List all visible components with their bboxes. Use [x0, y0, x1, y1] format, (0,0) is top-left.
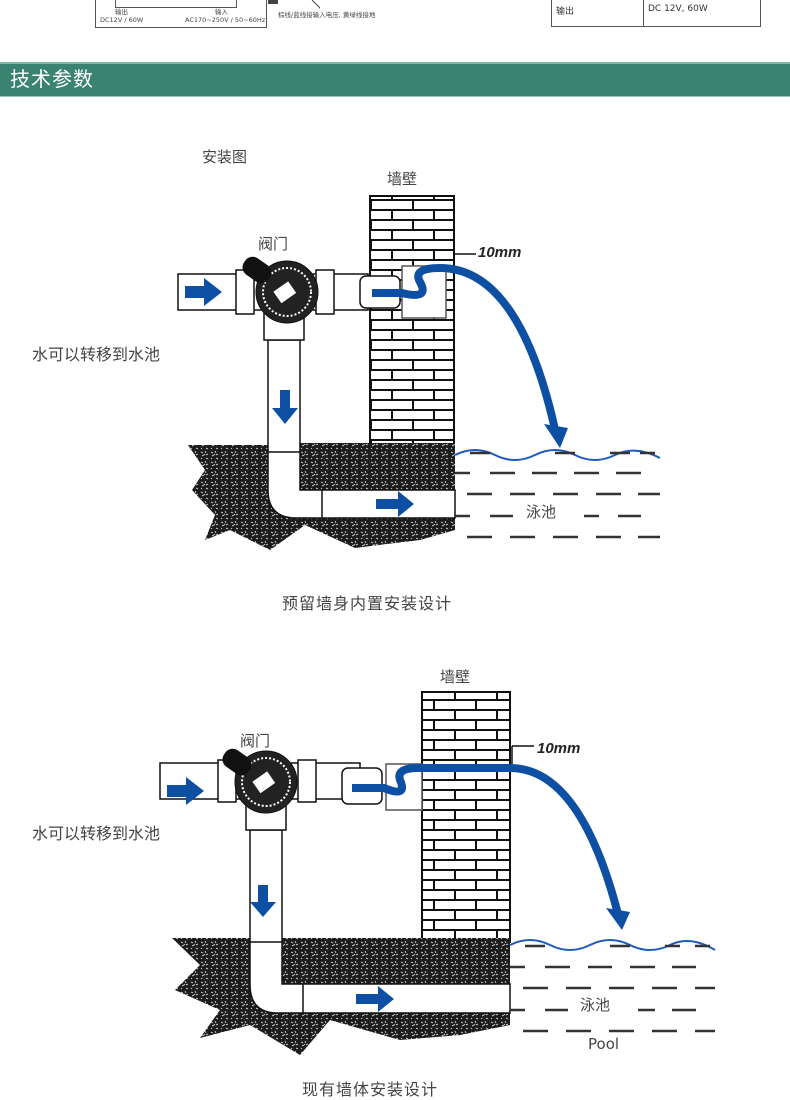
- diagram-1-pool-label: 泳池: [526, 503, 557, 521]
- diagram-2-water-surface: [509, 939, 716, 951]
- diagram-2-valve-icon: [222, 748, 298, 814]
- diagram-1-gap-label: 10mm: [478, 244, 522, 261]
- section-title: 技术参数: [10, 67, 94, 91]
- diagram-1-water-flow: [372, 263, 560, 435]
- diagram-2-down-pipe: [249, 829, 511, 1014]
- diagram-1-arrow-right: [376, 491, 414, 517]
- wiring-output-value: DC12V / 60W: [100, 16, 144, 24]
- diagram-1-pool-lines: [455, 451, 660, 539]
- diagram-1-heading: 安装图: [202, 148, 248, 166]
- diagram-1-side-note: 水可以转移到水池: [32, 345, 161, 364]
- diagram-2-brick-wall: [421, 691, 511, 943]
- diagram-1-caption: 预留墙身内置安装设计: [282, 594, 453, 613]
- diagram-2-arrow-down: [250, 885, 276, 917]
- diagram-2-illustration: [159, 691, 716, 1055]
- wiring-diagram-inner: [115, 0, 237, 8]
- wiring-output-label: 输出: [115, 8, 128, 16]
- diagram-1-arrow-down: [272, 390, 298, 424]
- diagram-1-valve-label: 阀门: [258, 235, 289, 253]
- diagram-1-wall-label: 墙壁: [387, 170, 418, 188]
- section-header-bar: [0, 62, 790, 97]
- spec-table: [551, 0, 761, 27]
- diagram-2-wall-label: 墙壁: [440, 668, 471, 686]
- diagram-1-ground-slab: [300, 443, 455, 490]
- diagram-1-brick-wall: [369, 195, 455, 451]
- diagram-2-pool-label: 泳池: [580, 996, 611, 1014]
- diagram-1-valve-icon: [242, 256, 319, 324]
- diagram-2-flow-arrowhead: [606, 908, 630, 930]
- diagram-2-pool-lines: [510, 944, 715, 1033]
- diagram-1-down-pipe: [267, 339, 456, 519]
- wiring-leader-line: [268, 0, 320, 9]
- diagram-2-pool-label-en: Pool: [588, 1035, 620, 1053]
- diagram-2-arrow-in: [167, 777, 204, 805]
- wiring-input-value: AC170~250V / 50~60Hz: [185, 16, 266, 24]
- diagram-2-side-note: 水可以转移到水池: [32, 824, 161, 843]
- diagram-2-water-flow: [352, 764, 622, 916]
- diagram-1-arrow-in: [185, 278, 222, 306]
- spec-row-name: 输出: [556, 7, 575, 17]
- diagram-1-illustration: [177, 195, 661, 550]
- spec-table-divider: [643, 0, 644, 26]
- diagram-2-arrow-right: [356, 986, 394, 1012]
- diagram-1-flow-arrowhead: [544, 424, 568, 448]
- wiring-input-label: 输入: [215, 8, 228, 16]
- diagram-2-ground-slab: [282, 938, 510, 984]
- wiring-diagram-box: [95, 0, 267, 28]
- diagram-2-gap-label: 10mm: [537, 740, 581, 757]
- wiring-note: 棕线/蓝线接输入电压, 黄绿线接地: [278, 11, 376, 19]
- diagram-1-water-surface: [454, 449, 661, 461]
- spec-row-value: DC 12V, 60W: [648, 4, 708, 14]
- diagram-2-valve-label: 阀门: [240, 732, 271, 750]
